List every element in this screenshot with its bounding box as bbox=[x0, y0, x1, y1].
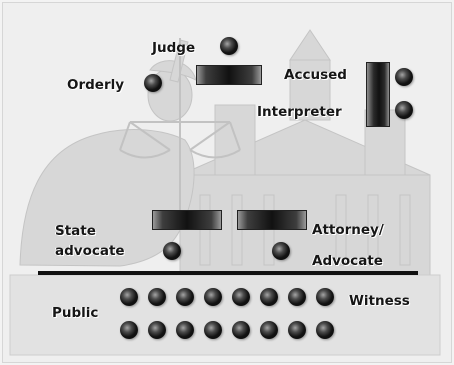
public-seat bbox=[232, 321, 250, 339]
public-seat bbox=[120, 321, 138, 339]
desk-state-advocate bbox=[152, 210, 222, 230]
column bbox=[367, 194, 379, 266]
courthouse-spire bbox=[289, 29, 331, 61]
public-seat bbox=[260, 321, 278, 339]
scale-string bbox=[189, 121, 231, 151]
seat-state-advocate bbox=[163, 242, 181, 260]
public-seat bbox=[148, 288, 166, 306]
desk-judge bbox=[196, 65, 262, 85]
building-annex bbox=[214, 104, 256, 176]
floor-area bbox=[9, 274, 441, 356]
courthouse-body bbox=[179, 174, 431, 286]
public-seat bbox=[316, 321, 334, 339]
desk-accused bbox=[366, 62, 390, 127]
seat-attorney bbox=[272, 242, 290, 260]
seat-interpreter bbox=[395, 101, 413, 119]
label-interpreter: Interpreter bbox=[257, 104, 342, 120]
scale-string bbox=[129, 121, 171, 151]
label-attorney-line2: Advocate bbox=[312, 253, 383, 269]
column bbox=[199, 194, 211, 266]
public-seat bbox=[288, 288, 306, 306]
scale-string bbox=[229, 121, 241, 151]
public-seat bbox=[260, 288, 278, 306]
seat-accused bbox=[395, 68, 413, 86]
label-judge: Judge bbox=[152, 40, 196, 56]
column bbox=[263, 194, 275, 266]
column bbox=[231, 194, 243, 266]
seat-judge bbox=[220, 37, 238, 55]
public-seat bbox=[148, 321, 166, 339]
scale-pan-left bbox=[119, 149, 171, 159]
courthouse-tower bbox=[289, 59, 331, 121]
public-seat bbox=[204, 321, 222, 339]
public-seat bbox=[204, 288, 222, 306]
label-public: Public bbox=[52, 305, 99, 321]
public-seat bbox=[232, 288, 250, 306]
public-seat bbox=[176, 288, 194, 306]
label-state-advocate-line2: advocate bbox=[55, 243, 125, 259]
scale-string bbox=[119, 121, 131, 151]
column bbox=[399, 194, 411, 266]
public-seat bbox=[176, 321, 194, 339]
label-accused: Accused bbox=[284, 67, 347, 83]
label-orderly: Orderly bbox=[67, 77, 125, 93]
public-seat bbox=[120, 288, 138, 306]
desk-attorney bbox=[237, 210, 307, 230]
public-seat bbox=[316, 288, 334, 306]
scale-pan-right bbox=[189, 149, 241, 159]
courtroom-divider-bar bbox=[38, 271, 418, 275]
label-state-advocate-line1: State bbox=[55, 223, 96, 239]
seat-orderly bbox=[144, 74, 162, 92]
label-attorney-line1: Attorney/ bbox=[312, 222, 384, 238]
column bbox=[335, 194, 347, 266]
label-witness: Witness bbox=[349, 293, 410, 309]
public-seat bbox=[288, 321, 306, 339]
